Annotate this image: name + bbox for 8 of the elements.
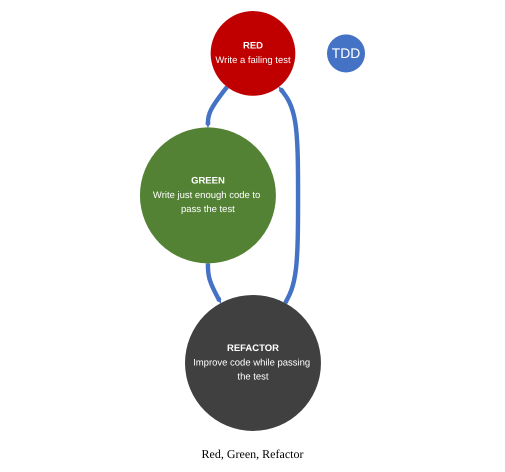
arrow [206, 262, 222, 303]
node-circle: RED Write a failing test [210, 10, 296, 96]
node-circle: TDD [326, 34, 366, 72]
node-circle: GREEN Write just enough code to pass the test [140, 126, 276, 263]
arrow [278, 86, 300, 304]
node-circle: REFACTOR Improve code while passing the test [185, 294, 321, 430]
arrow [205, 85, 229, 128]
caption: Red, Green, Refactor [202, 447, 304, 462]
